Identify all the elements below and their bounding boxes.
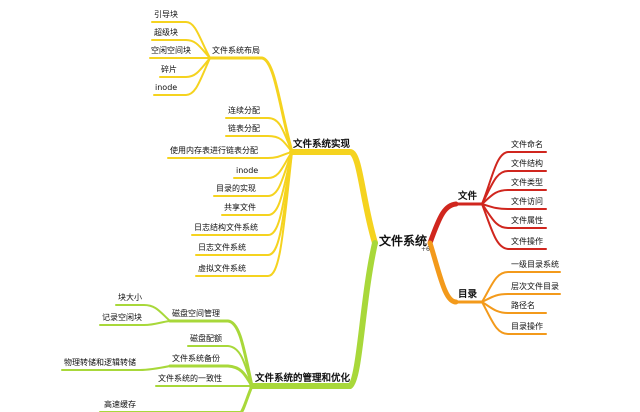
topic-physical-logical-dump[interactable]: 物理转储和逻辑转储	[64, 358, 136, 367]
directory-branch-lines	[427, 240, 561, 335]
collapsed-children-badge[interactable]: +6	[421, 246, 430, 253]
topic-file-structure[interactable]: 文件结构	[511, 159, 543, 168]
topic-cache[interactable]: 高速缓存	[104, 400, 136, 409]
topic-linked-list-allocation[interactable]: 链表分配	[228, 124, 260, 133]
topic-virtual-fs[interactable]: 虚拟文件系统	[198, 264, 246, 273]
topic-fs-layout[interactable]: 文件系统布局	[212, 46, 260, 55]
topic-file-types[interactable]: 文件类型	[511, 178, 543, 187]
topic-layout-inode[interactable]: inode	[155, 83, 178, 92]
topic-fs-consistency[interactable]: 文件系统的一致性	[158, 374, 222, 383]
topic-free-space-block[interactable]: 空闲空间块	[151, 46, 191, 55]
topic-fs-management[interactable]: 文件系统的管理和优化	[255, 373, 351, 384]
file-branch-lines	[427, 151, 547, 250]
topic-block-size[interactable]: 块大小	[118, 293, 142, 302]
management-branch-lines	[61, 240, 378, 412]
implementation-branch-lines	[149, 21, 378, 277]
topic-fragment[interactable]: 碎片	[161, 65, 177, 74]
topic-file-operations[interactable]: 文件操作	[511, 237, 543, 246]
topic-file[interactable]: 文件	[458, 191, 478, 202]
topic-single-level-directory[interactable]: 一级目录系统	[511, 260, 559, 269]
topic-path-name[interactable]: 路径名	[511, 301, 535, 310]
topic-file-naming[interactable]: 文件命名	[511, 140, 543, 149]
topic-disk-space-management[interactable]: 磁盘空间管理	[172, 309, 220, 318]
topic-fat-allocation[interactable]: 使用内存表进行链表分配	[170, 146, 258, 155]
topic-superblock[interactable]: 超级块	[154, 28, 178, 37]
topic-journaling-fs[interactable]: 日志文件系统	[198, 243, 246, 252]
topic-directory-operations[interactable]: 目录操作	[511, 322, 543, 331]
topic-shared-files[interactable]: 共享文件	[224, 203, 256, 212]
topic-hierarchical-directory[interactable]: 层次文件目录	[511, 282, 559, 291]
root-topic[interactable]: 文件系统	[379, 234, 428, 248]
topic-file-attributes[interactable]: 文件属性	[511, 216, 543, 225]
topic-disk-quota[interactable]: 磁盘配额	[190, 334, 222, 343]
topic-fs-implementation[interactable]: 文件系统实现	[293, 139, 351, 150]
topic-file-access[interactable]: 文件访问	[511, 197, 543, 206]
topic-inode[interactable]: inode	[236, 166, 259, 175]
topic-directory-implementation[interactable]: 目录的实现	[216, 184, 256, 193]
topic-boot-block[interactable]: 引导块	[154, 10, 178, 19]
topic-contiguous-allocation[interactable]: 连续分配	[228, 106, 260, 115]
topic-fs-backup[interactable]: 文件系统备份	[172, 354, 220, 363]
topic-log-structured-fs[interactable]: 日志结构文件系统	[194, 223, 258, 232]
topic-free-block-tracking[interactable]: 记录空闲块	[102, 313, 142, 322]
topic-directory[interactable]: 目录	[458, 289, 478, 300]
